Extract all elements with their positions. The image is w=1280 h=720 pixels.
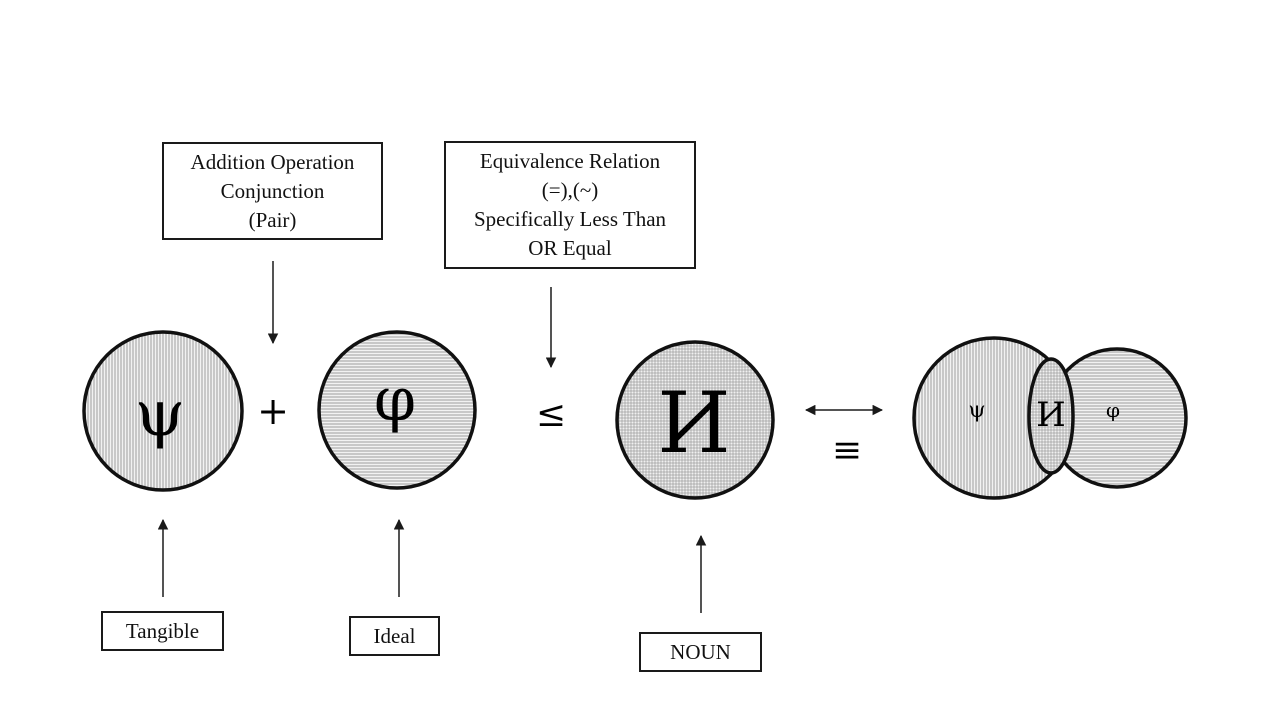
addition-line-2: Conjunction [220, 178, 325, 203]
noun-circle [615, 340, 775, 500]
addition-line-1: Addition Operation [190, 149, 355, 174]
psi-symbol: ψ [135, 377, 185, 451]
equivalence-line-2: (=),(~) [541, 178, 599, 202]
leq-sign: ≤ [536, 394, 566, 435]
equivalence-line-4: OR Equal [528, 236, 612, 260]
venn-diagram: ψ И φ [912, 336, 1188, 500]
phi-circle [317, 330, 477, 490]
venn-right-label: φ [1106, 398, 1120, 422]
ideal-box: Ideal [349, 616, 440, 656]
venn-center-label: И [1036, 395, 1066, 435]
noun-label: NOUN [670, 639, 731, 664]
tangible-box: Tangible [101, 611, 224, 651]
noun-symbol: И [657, 374, 730, 472]
addition-line-3: (Pair) [248, 207, 297, 232]
noun-box: NOUN [639, 632, 762, 672]
psi-circle [82, 330, 244, 492]
addition-operation-box: Addition Operation Conjunction (Pair) [162, 142, 383, 240]
equiv-sign: ≡ [832, 430, 862, 471]
venn-left-label: ψ [968, 398, 985, 423]
plus-sign: + [257, 389, 289, 433]
equivalence-relation-box: Equivalence Relation (=),(~) Specificall… [444, 141, 696, 269]
venn-intersection [1027, 357, 1075, 475]
equivalence-line-1: Equivalence Relation [479, 149, 661, 173]
phi-symbol: φ [374, 365, 416, 435]
ideal-label: Ideal [373, 623, 416, 648]
equivalence-line-3: Specifically Less Than [473, 207, 667, 231]
tangible-label: Tangible [125, 618, 200, 643]
